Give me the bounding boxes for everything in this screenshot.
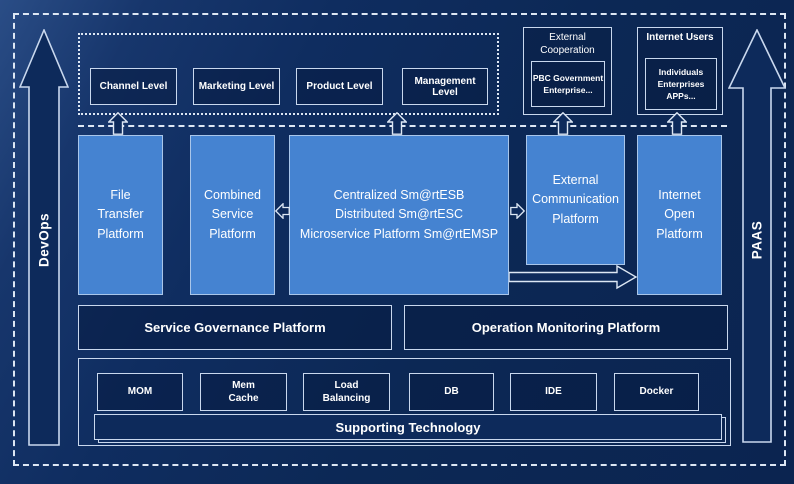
up-arrow-icon xyxy=(553,112,573,135)
tech-box-db: DB xyxy=(409,373,494,411)
channel-level-box: Channel Level xyxy=(90,68,177,105)
up-arrow-icon xyxy=(387,112,407,135)
tech-box-mom: MOM xyxy=(97,373,183,411)
supporting-technology-bar: Supporting Technology xyxy=(94,414,722,440)
devops-label: DevOps xyxy=(36,212,52,268)
up-arrow-icon xyxy=(667,112,687,135)
product-level-box: Product Level xyxy=(296,68,383,105)
external-cooperation-title: External Cooperation xyxy=(540,32,595,56)
horizontal-dashed-line xyxy=(78,125,727,127)
internet-open-platform-label: Internet Open Platform xyxy=(656,187,703,241)
external-cooperation-members-box: PBC Government Enterprise... xyxy=(531,61,605,107)
long-right-arrow-icon xyxy=(509,264,637,290)
tech-box-ide: IDE xyxy=(510,373,597,411)
supporting-technology-label: Supporting Technology xyxy=(335,419,481,435)
external-cooperation-box: External Cooperation PBC Government Ente… xyxy=(523,27,612,115)
service-governance-platform-label: Service Governance Platform xyxy=(144,320,326,335)
tech-box-mem-cache: Mem Cache xyxy=(200,373,287,411)
esb-core-platform-box: Centralized Sm@rtESB Distributed Sm@rtES… xyxy=(289,135,509,295)
operation-monitoring-platform-box: Operation Monitoring Platform xyxy=(404,305,728,350)
marketing-level-label: Marketing Level xyxy=(198,81,275,92)
channel-level-label: Channel Level xyxy=(99,81,168,92)
management-level-label: Management Level xyxy=(414,75,476,98)
operation-monitoring-platform-label: Operation Monitoring Platform xyxy=(471,320,661,335)
tech-docker-label: Docker xyxy=(639,386,674,398)
up-arrow-icon xyxy=(108,112,128,135)
tech-load-balancing-label: Load Balancing xyxy=(322,379,371,405)
internet-users-members-box: Individuals Enterprises APPs... xyxy=(645,58,717,110)
internet-users-title: Internet Users xyxy=(646,32,714,43)
levels-dashed-container xyxy=(78,33,499,115)
marketing-level-box: Marketing Level xyxy=(193,68,280,105)
tech-mem-cache-label: Mem Cache xyxy=(228,379,259,405)
right-arrow-icon xyxy=(510,203,525,219)
technology-container xyxy=(78,358,731,446)
outer-dashed-frame xyxy=(13,13,786,466)
tech-box-load-balancing: Load Balancing xyxy=(303,373,390,411)
internet-users-box: Internet Users Individuals Enterprises A… xyxy=(637,27,723,115)
product-level-label: Product Level xyxy=(306,81,373,92)
external-cooperation-members: PBC Government Enterprise... xyxy=(532,72,604,95)
tech-box-docker: Docker xyxy=(614,373,699,411)
tech-ide-label: IDE xyxy=(545,386,562,398)
external-communication-platform-label: External Communication Platform xyxy=(532,172,619,226)
esb-core-platform-label: Centralized Sm@rtESB Distributed Sm@rtES… xyxy=(299,187,499,241)
internet-users-members: Individuals Enterprises APPs... xyxy=(657,66,705,102)
internet-open-platform-box: Internet Open Platform xyxy=(637,135,722,295)
left-arrow-icon xyxy=(275,203,290,219)
service-governance-platform-box: Service Governance Platform xyxy=(78,305,392,350)
file-transfer-platform-box: File Transfer Platform xyxy=(78,135,163,295)
tech-mom-label: MOM xyxy=(127,386,153,398)
paas-label: PAAS xyxy=(749,220,765,260)
paas-up-arrow-icon xyxy=(728,29,786,443)
combined-service-platform-box: Combined Service Platform xyxy=(190,135,275,295)
management-level-box: Management Level xyxy=(402,68,488,105)
devops-up-arrow-icon xyxy=(19,29,69,446)
tech-db-label: DB xyxy=(444,386,459,398)
file-transfer-platform-label: File Transfer Platform xyxy=(97,187,144,241)
combined-service-platform-label: Combined Service Platform xyxy=(204,187,261,241)
external-communication-platform-box: External Communication Platform xyxy=(526,135,625,265)
